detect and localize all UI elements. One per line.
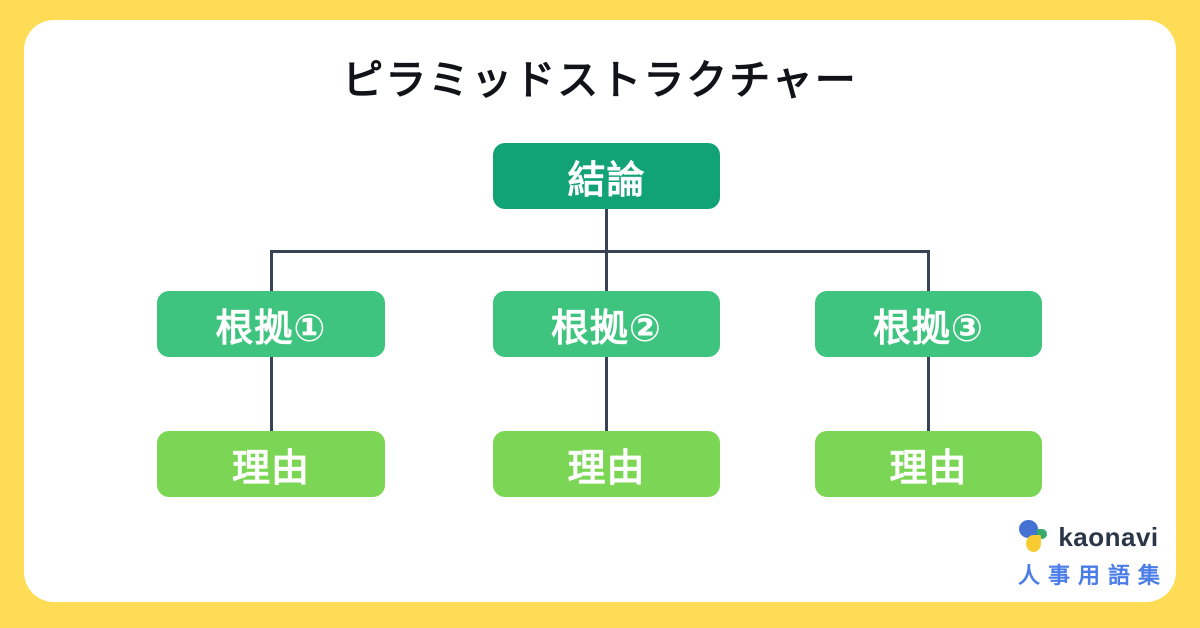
kaonavi-logo-icon (1019, 520, 1051, 554)
page-title: ピラミッドストラクチャー (342, 57, 858, 103)
reason-box-3: 理由 (815, 431, 1042, 497)
logo-blue-shape (1019, 520, 1039, 538)
brand-tagline: 人事用語集 (1017, 563, 1168, 588)
ground-box-3: 根拠③ (815, 291, 1042, 357)
conclusion-box: 結論 (493, 143, 720, 209)
logo-green-shape (1037, 529, 1048, 539)
branding-block: kaonavi 人事用語集 (1018, 520, 1160, 590)
reason-box-2: 理由 (493, 431, 720, 497)
ground-box-2: 根拠② (493, 291, 720, 357)
ground-box-1: 根拠① (157, 291, 385, 357)
logo-row: kaonavi (1019, 520, 1158, 554)
logo-yellow-shape (1026, 535, 1042, 552)
reason-box-1: 理由 (157, 431, 385, 497)
logo-wordmark: kaonavi (1058, 521, 1159, 552)
